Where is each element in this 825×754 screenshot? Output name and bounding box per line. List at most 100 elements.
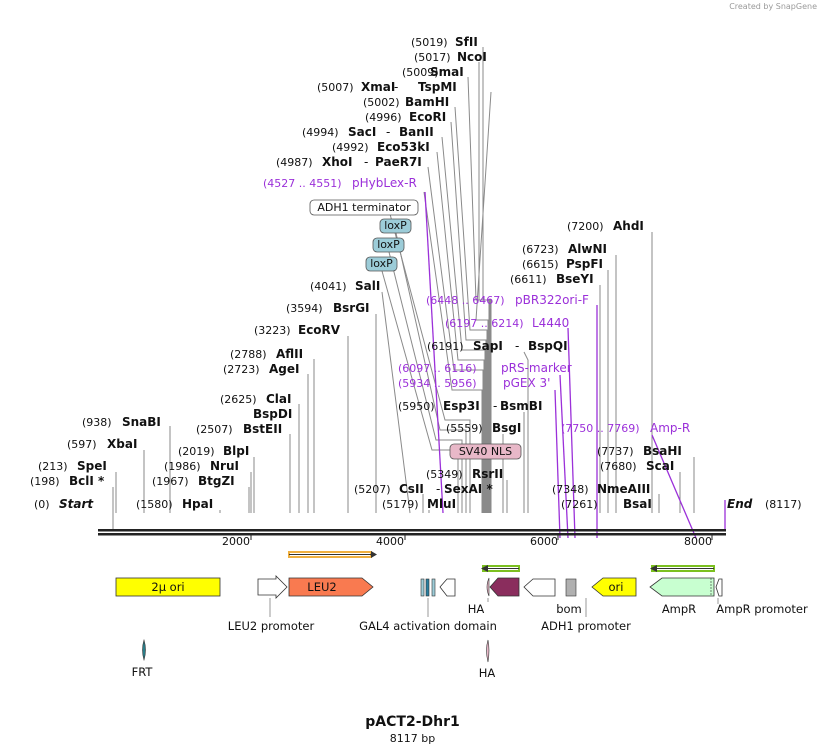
enzyme-separator: - <box>493 399 497 413</box>
enzyme-separator: - <box>436 482 440 496</box>
enzyme-position: (2507) <box>196 423 233 436</box>
enzyme-name: SpeI <box>77 459 107 473</box>
enzyme-alt-name: PaeR7I <box>375 155 422 169</box>
enzyme-position: (597) <box>67 438 97 451</box>
enzyme-position: (7680) <box>600 460 637 473</box>
enzyme-alt-name: BsmBI <box>500 399 542 413</box>
leu2-promoter-label: LEU2 promoter <box>228 619 315 633</box>
enzyme-separator: - <box>394 80 398 94</box>
sv40-nls-label: SV40 NLS <box>459 445 512 458</box>
gal4-arrow <box>439 578 456 597</box>
frt-feature <box>142 638 146 662</box>
enzyme-name: SnaBI <box>122 415 161 429</box>
backbone <box>98 529 726 540</box>
loxp-label-box <box>379 218 412 234</box>
enzyme-name: EcoRV <box>298 323 341 337</box>
frt-label: FRT <box>132 665 154 679</box>
enzyme-position: (3223) <box>254 324 291 337</box>
ori-feature <box>591 577 637 597</box>
enzyme-name: BseYI <box>556 272 594 286</box>
primer-range: (5934 .. 5956) <box>398 377 477 390</box>
enzyme-position: (5019) <box>411 36 448 49</box>
enzyme-position: (1986) <box>164 460 201 473</box>
end-position: (8117) <box>765 498 802 511</box>
enzyme-position: (5002) <box>363 96 400 109</box>
enzyme-separator: - <box>515 339 519 353</box>
enzyme-name: ClaI <box>266 392 291 406</box>
ruler-tick-label: 2000 <box>222 535 250 548</box>
enzyme-name: SapI <box>473 339 503 353</box>
enzyme-name: BstEII <box>243 422 282 436</box>
ori-2mu-label: 2μ ori <box>151 580 184 594</box>
enzyme-position: (5009) <box>402 66 439 79</box>
enzyme-position: (1580) <box>136 498 173 511</box>
ha-label: HA <box>468 602 485 616</box>
plasmid-name: pACT2-Dhr1 <box>365 714 460 730</box>
enzyme-position: (5559) <box>446 422 483 435</box>
primer-lines <box>424 191 697 539</box>
feature-leaders <box>269 598 719 617</box>
enzyme-name: PspFI <box>566 257 603 271</box>
loxp-label: loxP <box>370 257 393 270</box>
enzyme-name: CsII <box>399 482 424 496</box>
enzyme-position: (6191) <box>427 340 464 353</box>
loxp-label: loxP <box>384 219 407 232</box>
loxp-label-box <box>372 237 405 253</box>
adh1-promoter-label: ADH1 promoter <box>541 619 631 633</box>
enzyme-separator: - <box>364 155 368 169</box>
leu2-promoter-feature <box>257 575 288 599</box>
ha2-label: HA <box>479 666 496 680</box>
enzyme-name: HpaI <box>182 497 213 511</box>
enzyme-position: (5179) <box>382 498 419 511</box>
bom-label: bom <box>556 602 582 616</box>
primer-range: (6197 .. 6214) <box>445 317 524 330</box>
gal4-bar-a <box>420 578 425 597</box>
ampr-promoter-label: AmpR promoter <box>716 602 808 616</box>
enzyme-alt-name: BspQI <box>528 339 568 353</box>
ori-2mu-feature <box>115 577 221 597</box>
enzyme-position: (198) <box>30 475 60 488</box>
enzyme-name: BamHI <box>405 95 449 109</box>
gal4-activation-domain-label: GAL4 activation domain <box>359 619 497 633</box>
loxp-label-box <box>365 256 398 272</box>
enzyme-position: (1967) <box>152 475 189 488</box>
primer-name: L4440 <box>532 316 569 330</box>
enzyme-position: (5207) <box>354 483 391 496</box>
enzyme-name: XhoI <box>322 155 353 169</box>
enzyme-position: (2019) <box>178 445 215 458</box>
enzyme-position: (4992) <box>332 141 369 154</box>
loxp-label: loxP <box>377 238 400 251</box>
primer-name: pBR322ori-F <box>515 293 589 307</box>
ruler-tick-label: 4000 <box>376 535 404 548</box>
enzyme-separator: - <box>386 125 390 139</box>
enzyme-name: Eco53kI <box>377 140 430 154</box>
enzyme-name: AflII <box>276 347 303 361</box>
ampr-label: AmpR <box>662 602 696 616</box>
enzyme-name: Esp3I <box>443 399 480 413</box>
enzyme-position: (2788) <box>230 348 267 361</box>
ampr-promoter-feature <box>715 578 723 597</box>
ampr-feature <box>649 577 715 597</box>
enzyme-name: NcoI <box>457 50 487 64</box>
enzyme-name: BsaHI <box>643 444 682 458</box>
primer-name: pHybLex-R <box>352 176 417 190</box>
end-label: End <box>727 497 753 511</box>
enzyme-name: EcoRI <box>409 110 446 124</box>
enzyme-alt-name: BanII <box>399 125 434 139</box>
enzyme-name: SalI <box>355 279 380 293</box>
primer-name: Amp-R <box>650 421 690 435</box>
enzyme-position: (7200) <box>567 220 604 233</box>
primer-range: (4527 .. 4551) <box>263 177 342 190</box>
enzyme-name: BsrGI <box>333 301 370 315</box>
primer-range: (6448 .. 6467) <box>426 294 505 307</box>
enzyme-position: (6615) <box>522 258 559 271</box>
enzyme-position: (938) <box>82 416 112 429</box>
ruler-tick-label: 6000 <box>530 535 558 548</box>
primer-arrows <box>288 551 715 572</box>
enzyme-name: XbaI <box>107 437 137 451</box>
enzyme-position: (7348) <box>552 483 589 496</box>
snapgene-credit: Created by SnapGene <box>729 2 817 11</box>
enzyme-name: SmaI <box>430 65 464 79</box>
enzyme-position: (2625) <box>220 393 257 406</box>
sv40-nls-label-box <box>449 443 522 460</box>
